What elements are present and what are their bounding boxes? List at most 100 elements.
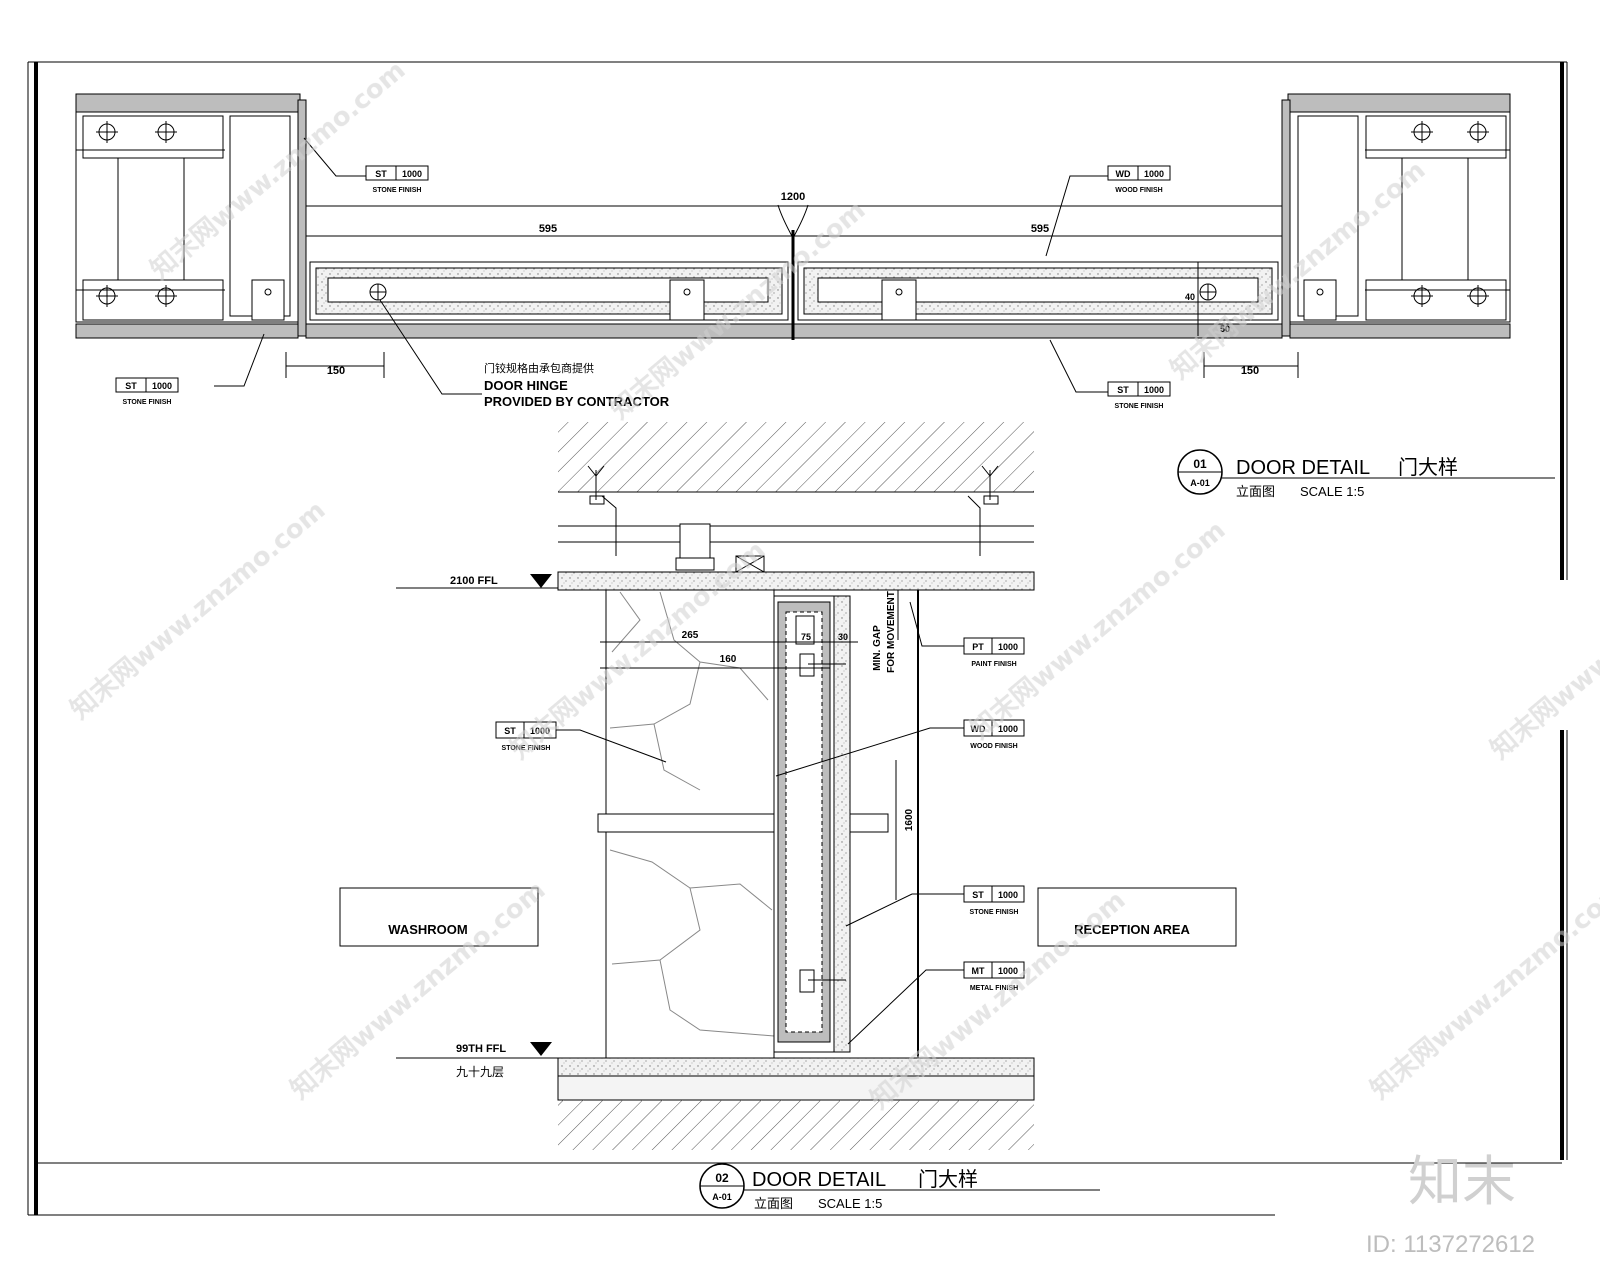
level-marker-icon <box>530 1042 552 1056</box>
svg-text:PT: PT <box>972 642 984 652</box>
svg-text:A-01: A-01 <box>712 1192 732 1202</box>
svg-text:METAL FINISH: METAL FINISH <box>970 985 1018 992</box>
hinge-note-line1: DOOR HINGE <box>484 378 568 393</box>
svg-text:ST: ST <box>375 169 387 179</box>
svg-text:ST: ST <box>504 726 516 736</box>
sheet-frame <box>27 61 1568 1216</box>
leader-lines <box>214 137 1108 395</box>
svg-text:知末网www.znzmo.com: 知末网www.znzmo.com <box>965 515 1231 745</box>
hinge-note-cn: 门铰规格由承包商提供 <box>484 361 594 375</box>
svg-text:PAINT FINISH: PAINT FINISH <box>971 661 1016 668</box>
svg-text:RECEPTION AREA: RECEPTION AREA <box>1074 922 1190 937</box>
svg-text:立面图: 立面图 <box>1236 484 1275 499</box>
detail-01-title: 01 A-01 DOOR DETAIL 门大样 立面图 SCALE 1:5 <box>1177 449 1555 499</box>
floor-slab <box>558 1100 1034 1150</box>
dim-overall: 1200 <box>781 191 805 203</box>
svg-text:STONE FINISH: STONE FINISH <box>123 399 172 406</box>
svg-text:ST: ST <box>125 381 137 391</box>
bolt-icon <box>96 121 177 307</box>
detail-01-title-text: DOOR DETAIL <box>1236 457 1370 479</box>
svg-text:WOOD FINISH: WOOD FINISH <box>1115 187 1162 194</box>
svg-text:知末网www.znzmo.com: 知末网www.znzmo.com <box>1365 875 1600 1105</box>
dim-c: 75 <box>801 632 811 642</box>
dim-left-leaf: 595 <box>539 223 557 235</box>
plan-section: 1200 595 595 40 50 150 150 ST 1000 STONE… <box>75 93 1511 410</box>
level-bottom-cn: 九十九层 <box>456 1065 504 1079</box>
watermark-id: ID: 1137272612 <box>1366 1231 1535 1258</box>
detail-02-title: 02 A-01 DOOR DETAIL 门大样 立面图 SCALE 1:5 <box>699 1163 1100 1211</box>
ceiling-slab <box>558 422 1034 492</box>
bolt-icon <box>1411 121 1489 307</box>
svg-text:1000: 1000 <box>998 890 1018 900</box>
svg-text:1000: 1000 <box>998 642 1018 652</box>
elevation-dimension-lines <box>600 641 897 900</box>
svg-text:WOOD FINISH: WOOD FINISH <box>970 743 1017 750</box>
tag-wd: WD 1000 WOOD FINISH <box>963 719 1025 750</box>
svg-text:STONE FINISH: STONE FINISH <box>373 187 422 194</box>
washroom-label-box: WASHROOM <box>339 887 539 947</box>
svg-text:ST: ST <box>972 890 984 900</box>
dim-a: 265 <box>682 630 699 641</box>
left-door-leaf <box>309 261 789 321</box>
dim-right-offset: 150 <box>1241 365 1259 377</box>
dimension-lines <box>285 205 1299 378</box>
dim-b: 160 <box>720 654 737 665</box>
svg-text:STONE FINISH: STONE FINISH <box>1115 403 1164 410</box>
right-door-leaf <box>797 261 1279 321</box>
right-wall-block <box>1281 93 1511 339</box>
svg-text:WASHROOM: WASHROOM <box>388 922 467 937</box>
svg-text:STONE FINISH: STONE FINISH <box>970 909 1019 916</box>
swing-arrow-icon <box>777 204 809 239</box>
elevation-section: 2100 FFL 99TH FFL 九十九层 <box>339 422 1237 1150</box>
stone-veining <box>609 591 775 1037</box>
dim-thickness-b: 50 <box>1220 324 1230 334</box>
floor-finish <box>557 1057 1035 1077</box>
ceiling-hangers <box>587 465 999 505</box>
svg-text:1000: 1000 <box>402 169 422 179</box>
svg-text:1000: 1000 <box>1144 169 1164 179</box>
tag-st-top-left: ST 1000 STONE FINISH <box>365 165 429 194</box>
dim-right-leaf: 595 <box>1031 223 1049 235</box>
watermark-logo: 知末 <box>1408 1150 1516 1213</box>
svg-text:门大样: 门大样 <box>1398 456 1458 479</box>
left-wall-block <box>75 93 307 339</box>
level-top: 2100 FFL <box>450 575 498 587</box>
tag-mt: MT 1000 METAL FINISH <box>963 961 1025 992</box>
gap-note-line1: MIN. GAP <box>872 625 883 671</box>
ceiling-finish <box>557 571 1035 591</box>
gap-note-line2: FOR MOVEMENT <box>886 591 897 673</box>
svg-text:MT: MT <box>972 966 985 976</box>
tag-pt: PT 1000 PAINT FINISH <box>963 637 1025 668</box>
svg-text:SCALE 1:5: SCALE 1:5 <box>818 1196 882 1211</box>
svg-text:ST: ST <box>1117 385 1129 395</box>
level-bottom: 99TH FFL <box>456 1043 506 1055</box>
svg-text:1000: 1000 <box>152 381 172 391</box>
tag-st-bottom-left: ST 1000 STONE FINISH <box>115 377 179 406</box>
svg-text:WD: WD <box>1116 169 1131 179</box>
svg-text:WD: WD <box>971 724 986 734</box>
svg-text:A-01: A-01 <box>1190 478 1210 488</box>
dim-height: 1600 <box>904 808 915 831</box>
svg-text:STONE FINISH: STONE FINISH <box>502 745 551 752</box>
svg-text:知末网www.znzmo.com: 知末网www.znzmo.com <box>1485 535 1600 765</box>
tag-st-left: ST 1000 STONE FINISH <box>495 721 557 752</box>
door-leaf-section <box>773 595 851 1053</box>
svg-text:1000: 1000 <box>998 966 1018 976</box>
svg-text:1000: 1000 <box>530 726 550 736</box>
tag-wd-top-right: WD 1000 WOOD FINISH <box>1107 165 1171 194</box>
svg-text:门大样: 门大样 <box>918 1168 978 1191</box>
reception-label-box: RECEPTION AREA <box>1037 887 1237 947</box>
svg-text:立面图: 立面图 <box>754 1196 793 1211</box>
dim-left-offset: 150 <box>327 365 345 377</box>
hinge-note-line2: PROVIDED BY CONTRACTOR <box>484 394 670 409</box>
svg-text:知末网www.znzmo.com: 知末网www.znzmo.com <box>65 495 331 725</box>
dim-thickness-a: 40 <box>1185 292 1195 302</box>
svg-text:1000: 1000 <box>998 724 1018 734</box>
tag-st-bottom-right: ST 1000 STONE FINISH <box>1107 381 1171 410</box>
detail-02-title-text: DOOR DETAIL <box>752 1169 886 1191</box>
dim-d: 30 <box>838 632 848 642</box>
svg-text:01: 01 <box>1193 457 1207 471</box>
level-marker-icon <box>530 574 552 588</box>
svg-text:SCALE 1:5: SCALE 1:5 <box>1300 484 1364 499</box>
